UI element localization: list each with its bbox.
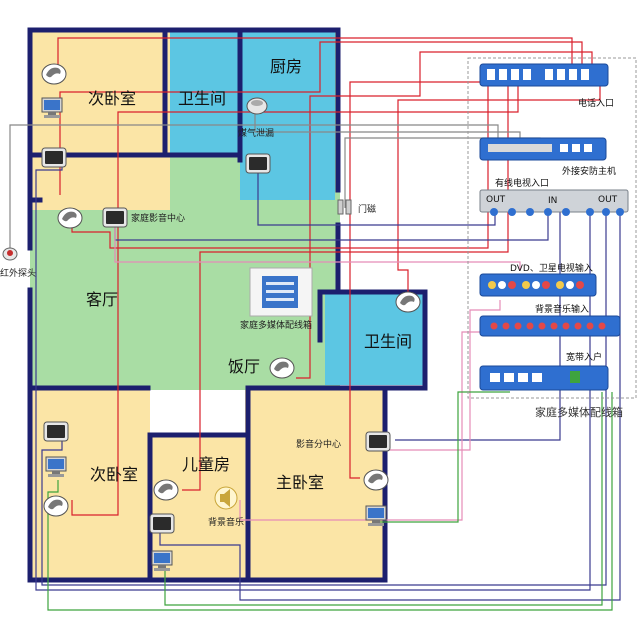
door-magnet-label: 门磁 (358, 203, 376, 215)
phone-icon (395, 291, 421, 313)
security-panel (479, 137, 607, 161)
out-left-label: OUT (486, 195, 506, 205)
network-panel (479, 365, 609, 391)
cable-tv-in-label: 有线电视入口 (495, 177, 549, 189)
tv-icon (149, 513, 175, 534)
wire-phone-8 (71, 82, 489, 249)
media-box-icon (249, 267, 313, 317)
infrared-probe-label: 红外探头 (0, 267, 36, 279)
infrared-probe-icon (2, 247, 18, 261)
wire-phone-7 (349, 81, 498, 479)
music-input-panel (479, 315, 621, 337)
second-bedroom-top-floor (30, 30, 170, 210)
wire-net-2 (164, 392, 603, 606)
wire-tv-5 (41, 210, 607, 586)
tv-icon (365, 431, 391, 452)
wire-tv-1 (35, 155, 591, 591)
security-host-label: 外接安防主机 (562, 165, 616, 177)
wire-net-3 (378, 391, 510, 523)
wire-tv-6 (159, 210, 621, 601)
tv-icon (41, 147, 67, 168)
phone-icon (363, 469, 389, 491)
music-input-label: 背景音乐输入 (535, 303, 589, 315)
computer-icon (45, 456, 67, 478)
floor-plan (30, 30, 425, 580)
wire-dvd-1 (114, 218, 521, 270)
broadband-in-label: 宽带入户 (566, 351, 602, 363)
phone-icon (269, 357, 295, 379)
tv-icon (245, 153, 271, 174)
gas-leak-label: 煤气泄漏 (238, 127, 274, 139)
phone-icon (43, 495, 69, 517)
room-labels: 次卧室 卫生间 厨房 客厅 饭厅 卫生间 次卧室 儿童房 主卧室 (86, 57, 412, 492)
gas-leak-detector-icon (246, 97, 268, 115)
master-bedroom-floor (245, 390, 385, 580)
wire-phone-3 (296, 51, 593, 379)
label-dining-room: 饭厅 (228, 357, 260, 376)
out-right-label: OUT (598, 195, 618, 205)
phone-icon (57, 207, 83, 229)
home-theater-label: 家庭影音中心 (131, 212, 185, 224)
wire-phone-4 (397, 82, 601, 300)
label-second-bedroom-bottom: 次卧室 (90, 465, 138, 484)
label-kitchen: 厨房 (270, 57, 302, 76)
label-living-room: 客厅 (86, 290, 118, 309)
wires (9, 37, 621, 611)
door-magnet-icon (337, 199, 352, 215)
computer-icon (41, 97, 63, 119)
label-master-bedroom: 主卧室 (276, 473, 324, 492)
cabinet-frame (467, 57, 637, 399)
media-box-label: 家庭多媒体配线箱 (240, 319, 312, 331)
tv-splitter-panel (479, 189, 629, 216)
computer-icon (365, 505, 387, 527)
wire-dvd-2 (385, 300, 501, 451)
tv-icon (43, 421, 69, 442)
label-kids-room: 儿童房 (182, 455, 230, 474)
dvd-input-label: DVD、卫星电视输入 (510, 262, 593, 274)
label-bathroom-right: 卫生间 (364, 332, 412, 351)
computer-icon (151, 550, 173, 572)
tv-icon (102, 207, 128, 228)
av-sub-center-label: 影音分中心 (296, 438, 341, 450)
label-bathroom-top: 卫生间 (178, 89, 226, 108)
wire-tv-2 (257, 170, 496, 226)
wire-net-1 (47, 392, 613, 611)
kitchen-floor (240, 30, 335, 200)
phone-icon (41, 63, 67, 85)
wire-phone-5 (71, 82, 519, 516)
wire-phone-1 (57, 37, 573, 72)
av-input-panel (479, 273, 597, 297)
phone-in-label: 电话入口 (578, 97, 614, 109)
phone-distribution-panel (479, 63, 609, 87)
cabinet-title: 家庭多媒体配线箱 (535, 405, 623, 419)
in-label: IN (548, 196, 557, 206)
label-second-bedroom-top: 次卧室 (88, 89, 136, 108)
devices: 家庭影音中心 煤气泄漏 门磁 红外探头 家庭多媒体配线箱 (0, 63, 421, 572)
speaker-icon (214, 486, 238, 510)
background-music-label: 背景音乐 (208, 516, 244, 528)
phone-icon (153, 479, 179, 501)
